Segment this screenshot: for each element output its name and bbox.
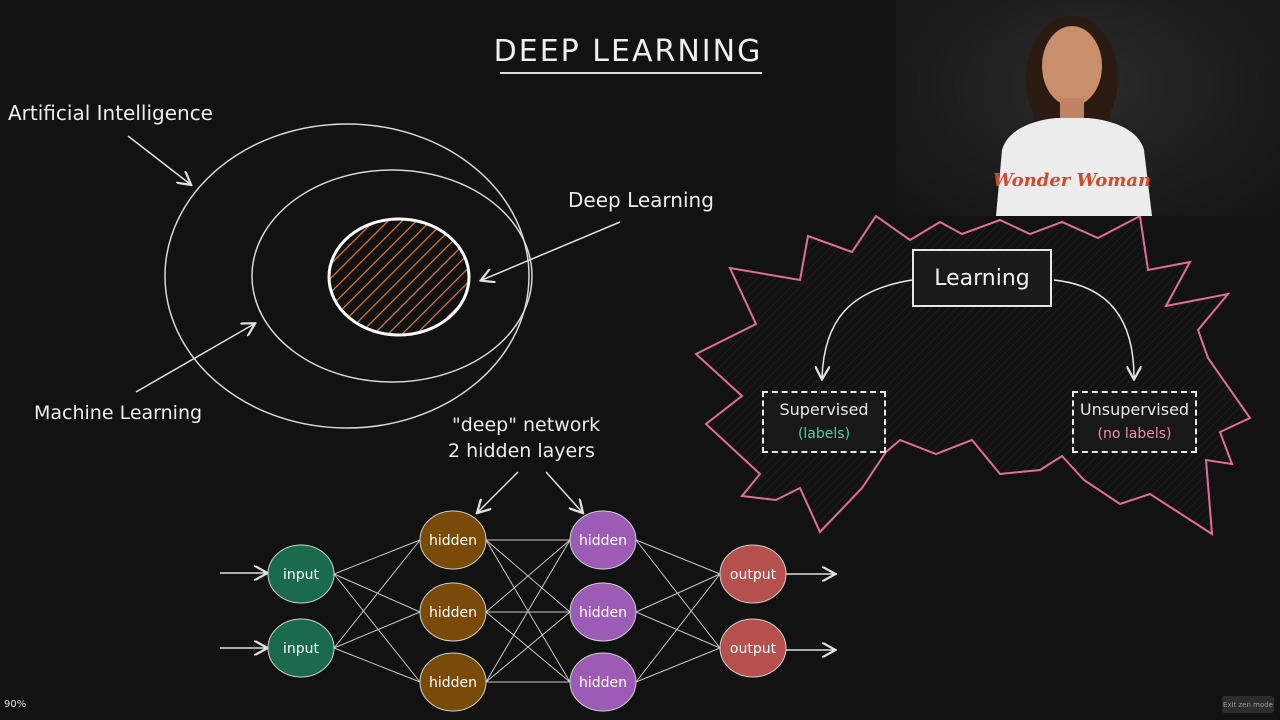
title-underline <box>500 72 762 74</box>
hidden2-node: hidden <box>569 582 637 642</box>
unsupervised-arrow <box>1053 279 1134 378</box>
hidden2-node: hidden <box>569 652 637 712</box>
ml-arrow <box>135 324 254 393</box>
supervised-note: (labels) <box>797 426 851 442</box>
output-node-label: output <box>730 567 777 583</box>
hidden1-node: hidden <box>419 582 487 642</box>
input-node: input <box>267 544 335 604</box>
caption-arrow-right <box>545 471 582 512</box>
unsupervised-label: Unsupervised <box>1079 400 1190 419</box>
ai-label: Artificial Intelligence <box>8 101 213 125</box>
exit-zen-mode-label: Exit zen mode <box>1223 700 1273 709</box>
hidden1-node-label: hidden <box>429 533 477 549</box>
output-node: output <box>719 544 787 604</box>
webcam-overlay: Wonder Woman <box>896 0 1280 216</box>
hidden1-node: hidden <box>419 510 487 570</box>
hidden2-node: hidden <box>569 510 637 570</box>
hidden2-node-label: hidden <box>579 675 627 691</box>
hidden1-node-label: hidden <box>429 605 477 621</box>
ml-ellipse <box>251 169 533 383</box>
learning-box-label: Learning <box>934 265 1030 291</box>
unsupervised-note: (no labels) <box>1097 426 1172 442</box>
input-node: input <box>267 618 335 678</box>
output-node-label: output <box>730 641 777 657</box>
shirt-text: Wonder Woman <box>993 170 1151 191</box>
hidden1-node-label: hidden <box>429 675 477 691</box>
hidden2-node-label: hidden <box>579 605 627 621</box>
hidden2-node-label: hidden <box>579 533 627 549</box>
supervised-box: Supervised (labels) <box>762 391 886 453</box>
network-caption-line2: 2 hidden layers <box>448 440 595 462</box>
learning-box: Learning <box>912 249 1052 307</box>
learning-cloud <box>694 214 1252 536</box>
presenter-video: Wonder Woman <box>993 16 1152 216</box>
network-edges <box>333 539 721 683</box>
zoom-indicator[interactable]: 90% <box>4 699 27 710</box>
dl-ellipse <box>327 217 471 337</box>
ai-arrow <box>127 135 190 184</box>
dl-label: Deep Learning <box>568 188 714 212</box>
hidden1-node: hidden <box>419 652 487 712</box>
output-node: output <box>719 618 787 678</box>
dl-arrow <box>482 221 621 280</box>
caption-arrow-left <box>478 471 519 512</box>
supervised-arrow <box>822 279 913 378</box>
input-node-label: input <box>283 567 320 583</box>
unsupervised-box: Unsupervised (no labels) <box>1072 391 1197 453</box>
ai-ellipse <box>164 123 530 429</box>
ml-label: Machine Learning <box>34 402 203 424</box>
exit-zen-mode-button[interactable]: Exit zen mode <box>1222 696 1274 713</box>
supervised-label: Supervised <box>779 400 869 419</box>
network-caption-line1: "deep" network <box>452 414 601 436</box>
input-node-label: input <box>283 641 320 657</box>
page-title: DEEP LEARNING <box>493 34 763 69</box>
